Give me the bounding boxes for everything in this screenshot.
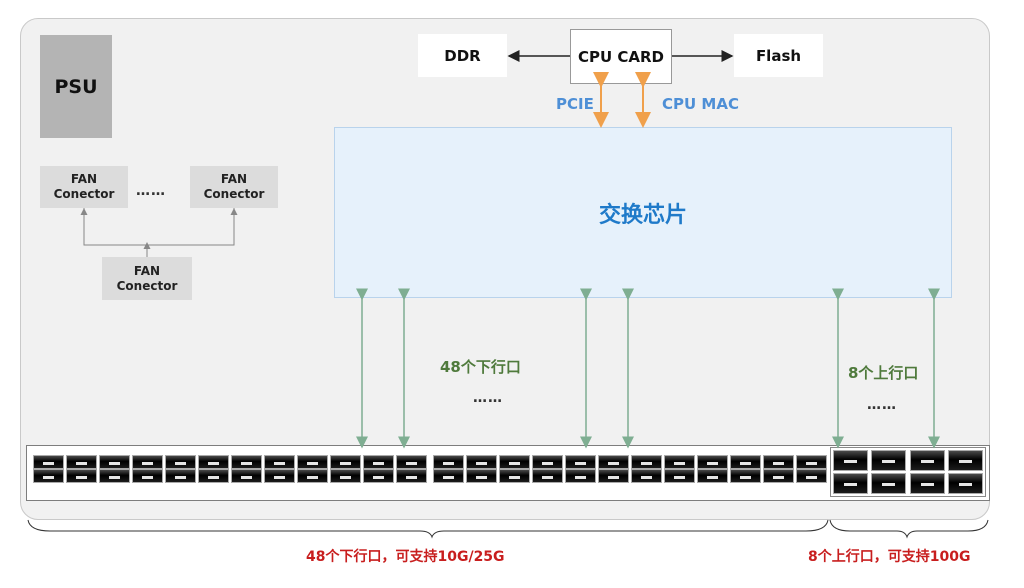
downlink-port [231, 455, 262, 469]
downlink-port [598, 469, 629, 483]
uplink-caption: 8个上行口，可支持100G [808, 549, 971, 565]
fan-connector-right: FAN Conector [190, 166, 278, 208]
downlink-port [532, 455, 563, 469]
downlink-port [198, 469, 229, 483]
uplink-port [910, 473, 945, 494]
downlink-port [132, 469, 163, 483]
downlink-port [433, 455, 464, 469]
ddr-box: DDR [418, 34, 507, 77]
uplink-port [871, 473, 906, 494]
downlink-port [264, 469, 295, 483]
downlink-port [499, 455, 530, 469]
uplink-ellipsis: …… [867, 397, 897, 413]
downlink-port [165, 455, 196, 469]
pcie-label: PCIE [556, 95, 594, 113]
downlink-port [231, 469, 262, 483]
uplink-port [948, 473, 983, 494]
downlink-port [198, 455, 229, 469]
downlink-port [763, 469, 794, 483]
downlink-port [730, 455, 761, 469]
downlink-port [598, 455, 629, 469]
downlink-port [664, 469, 695, 483]
uplink-brace [829, 519, 989, 539]
downlink-port [33, 455, 64, 469]
downlink-port [33, 469, 64, 483]
downlink-port [396, 455, 427, 469]
downlink-port [433, 469, 464, 483]
downlink-brace [27, 519, 829, 539]
downlink-ellipsis: …… [473, 390, 503, 406]
downlink-port [499, 469, 530, 483]
uplink-port [948, 450, 983, 471]
downlink-port [264, 455, 295, 469]
downlink-port [165, 469, 196, 483]
uplink-port [910, 450, 945, 471]
downlink-port [396, 469, 427, 483]
flash-box: Flash [734, 34, 823, 77]
downlink-port [66, 455, 97, 469]
downlink-port [631, 455, 662, 469]
uplink-port [871, 450, 906, 471]
cpu-card-box: CPU CARD [570, 29, 672, 84]
uplink-port [833, 450, 868, 471]
downlink-port [99, 455, 130, 469]
downlink-label: 48个下行口 [440, 358, 521, 376]
downlink-port [466, 455, 497, 469]
downlink-port [532, 469, 563, 483]
downlink-port [297, 469, 328, 483]
downlink-port [363, 455, 394, 469]
uplink-label: 8个上行口 [848, 364, 919, 382]
downlink-port [697, 455, 728, 469]
switch-chip: 交换芯片 [334, 127, 952, 298]
downlink-port [796, 469, 827, 483]
downlink-port [730, 469, 761, 483]
downlink-port [664, 455, 695, 469]
downlink-port [66, 469, 97, 483]
uplink-port-group [830, 447, 986, 497]
psu-block: PSU [40, 35, 112, 138]
downlink-port [763, 455, 794, 469]
downlink-port [697, 469, 728, 483]
downlink-port [565, 455, 596, 469]
downlink-port [796, 455, 827, 469]
downlink-port [330, 469, 361, 483]
downlink-port [631, 469, 662, 483]
downlink-port [297, 455, 328, 469]
switch-chip-label: 交换芯片 [598, 202, 687, 228]
uplink-port [833, 473, 868, 494]
fan-ellipsis: …… [136, 183, 166, 199]
downlink-caption: 48个下行口，可支持10G/25G [306, 549, 505, 565]
downlink-port [99, 469, 130, 483]
fan-tree-lines [83, 208, 235, 246]
port-link-arrows [356, 288, 940, 449]
downlink-port [363, 469, 394, 483]
downlink-port [330, 455, 361, 469]
cpu-mac-label: CPU MAC [662, 95, 739, 113]
downlink-port [466, 469, 497, 483]
fan-connector-bottom: FAN Conector [102, 257, 192, 300]
downlink-port [132, 455, 163, 469]
fan-connector-left: FAN Conector [40, 166, 128, 208]
downlink-port [565, 469, 596, 483]
